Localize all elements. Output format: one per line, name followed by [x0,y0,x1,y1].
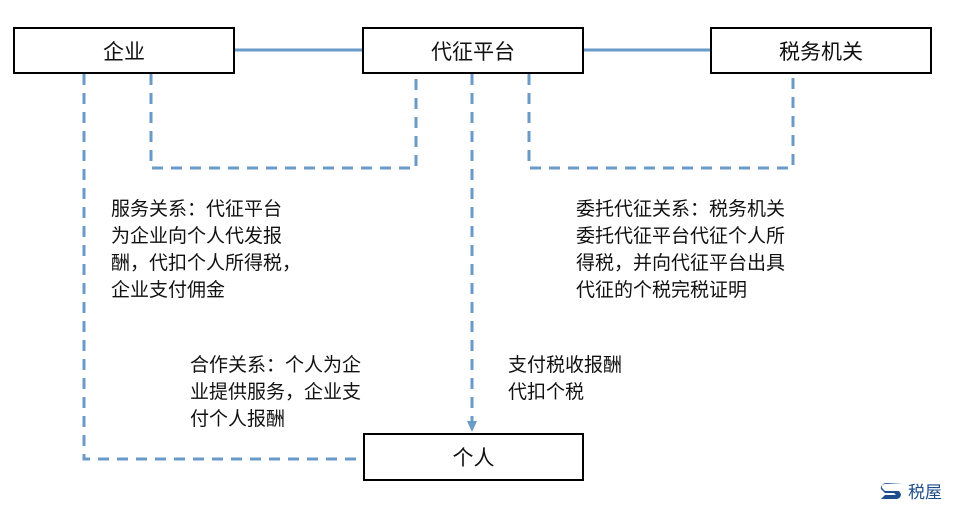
dashed-entrust-line [527,74,795,170]
node-tax-authority-label: 税务机关 [779,39,863,64]
node-platform-label: 代征平台 [431,39,515,64]
node-individual: 个人 [363,433,584,481]
note-cooperation-relation: 合作关系：个人为企 业提供服务，企业支 付个人报酬 [190,354,362,430]
node-platform: 代征平台 [362,27,584,74]
dashed-cooperation-line [82,74,363,461]
note-service-relation: 服务关系：代征平台 为企业向个人代发报 酬，代扣个人所得税， 企业支付佣金 [111,198,302,301]
node-tax-authority: 税务机关 [710,27,932,74]
node-enterprise-label: 企业 [103,39,145,64]
logo-text: 税屋 [908,483,942,503]
s-logo-icon [880,482,903,499]
node-individual-label: 个人 [452,446,495,470]
note-payment: 支付税收报酬 代扣个税 [508,354,623,403]
node-enterprise: 企业 [13,27,235,74]
note-entrust-relation: 委托代征关系：税务机关 委托代征平台代征个人所 得税，并向代征平台出具 代征的个… [576,198,786,301]
arrowhead-icon [467,421,477,432]
logo: 税屋 [879,478,942,503]
dashed-service-line [149,74,418,170]
